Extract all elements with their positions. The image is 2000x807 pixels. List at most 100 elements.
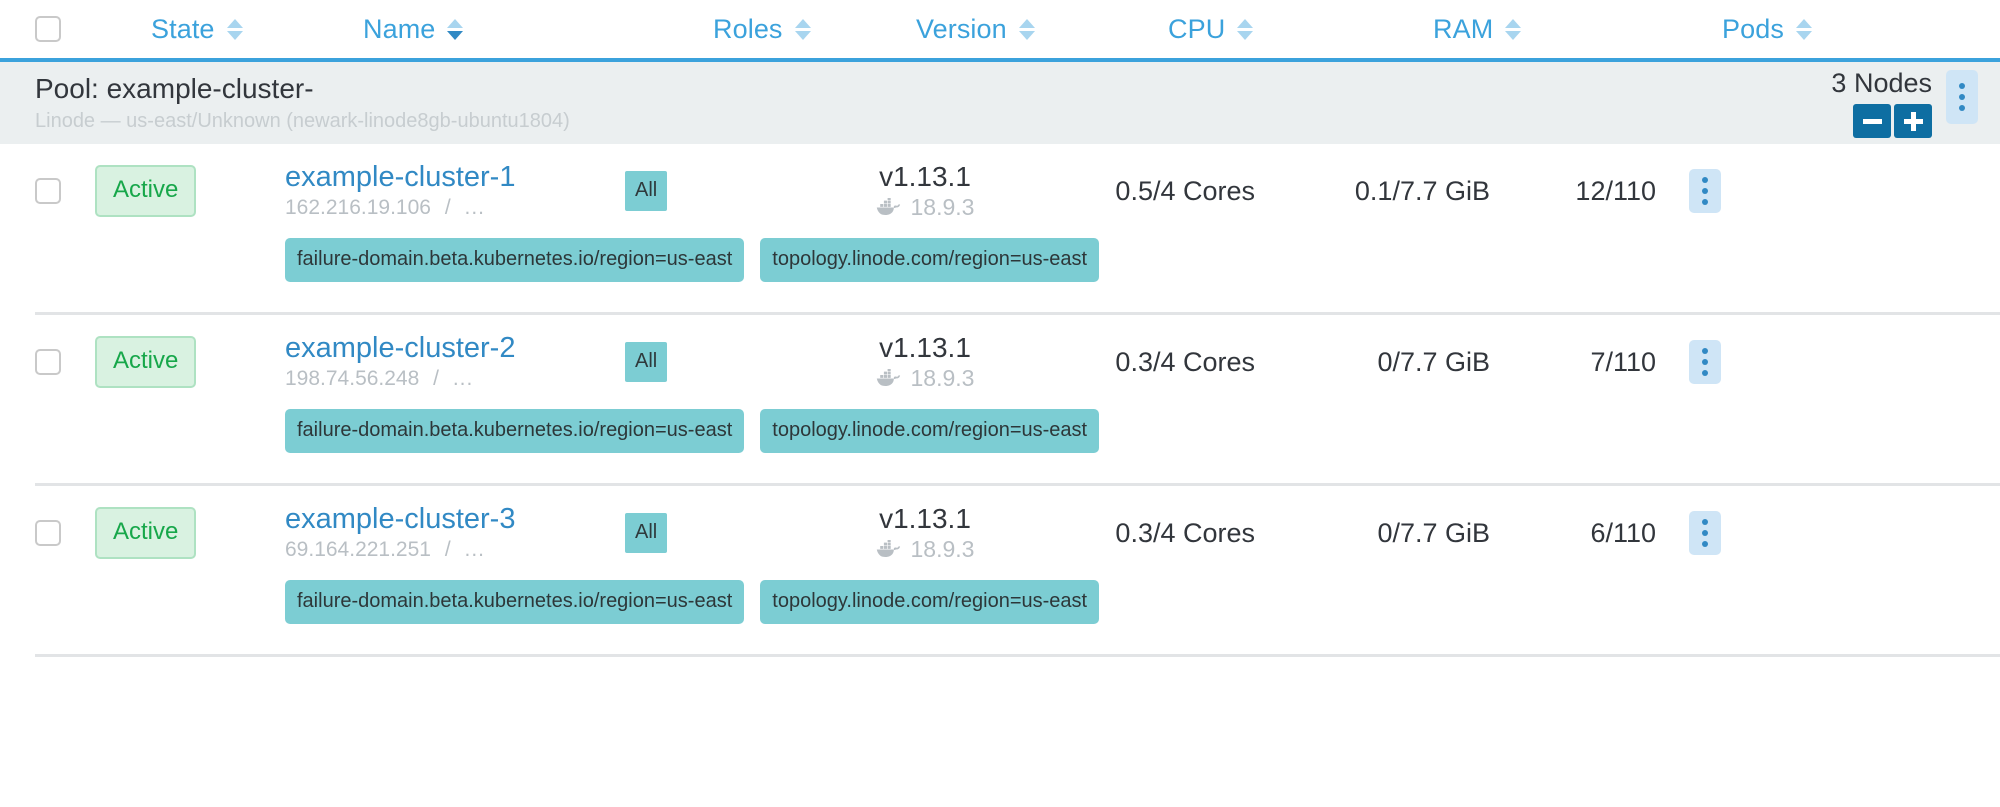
column-header-ram[interactable]: RAM (1393, 14, 1668, 45)
column-header-pods[interactable]: Pods (1668, 14, 1882, 45)
cell-state: Active (95, 165, 285, 217)
docker-version: 18.9.3 (910, 194, 975, 220)
kebab-dot (1959, 94, 1965, 100)
pool-actions-menu-button[interactable] (1946, 70, 1978, 124)
node-name-link[interactable]: example-cluster-2 (285, 331, 516, 364)
pool-scale-controls: 3 Nodes (1831, 70, 1932, 138)
cell-pods: 6/110 (1500, 518, 1660, 549)
row-actions-menu-button[interactable] (1689, 511, 1721, 555)
cell-actions (1660, 340, 1750, 384)
node-ip: 69.164.221.251 (285, 538, 431, 562)
cell-ram: 0/7.7 GiB (1265, 518, 1500, 549)
node-ip: 162.216.19.106 (285, 196, 431, 220)
ram-usage: 0.1/7.7 GiB (1354, 175, 1490, 206)
cell-roles: All (625, 513, 810, 553)
row-checkbox[interactable] (35, 349, 61, 375)
column-header-roles-label: Roles (713, 13, 783, 44)
node-name-link[interactable]: example-cluster-3 (285, 502, 516, 535)
cell-roles: All (625, 171, 810, 211)
row-select-cell (35, 520, 95, 546)
node-ip-line: 198.74.56.248 / ... (285, 367, 625, 391)
kebab-dot (1702, 188, 1708, 194)
cell-name: example-cluster-3 69.164.221.251 / ... (285, 502, 625, 562)
row-actions-menu-button[interactable] (1689, 169, 1721, 213)
status-badge: Active (95, 336, 197, 388)
table-row[interactable]: Active example-cluster-3 69.164.221.251 … (0, 486, 2000, 580)
pool-controls: 3 Nodes (1831, 62, 2000, 138)
node-name-link[interactable]: example-cluster-1 (285, 160, 516, 193)
pods-usage: 6/110 (1590, 517, 1656, 548)
sort-toggle-icon-pods[interactable] (1795, 18, 1812, 40)
column-header-state-label: State (151, 13, 215, 44)
cell-name: example-cluster-1 162.216.19.106 / ... (285, 160, 625, 220)
row-divider (35, 483, 2000, 486)
row-select-cell (35, 178, 95, 204)
node-label-chip: topology.linode.com/region=us-east (760, 580, 1100, 624)
cell-pods: 12/110 (1500, 176, 1660, 207)
cpu-usage: 0.3/4 Cores (1115, 346, 1255, 377)
cpu-usage: 0.3/4 Cores (1115, 517, 1255, 548)
node-label-chip: failure-domain.beta.kubernetes.io/region… (285, 238, 745, 282)
ip-more-ellipsis[interactable]: ... (464, 196, 486, 220)
column-header-name[interactable]: Name (341, 14, 703, 45)
kebab-dot (1702, 541, 1708, 547)
pool-title: Pool: example-cluster- (35, 73, 314, 104)
column-header-version-label: Version (916, 13, 1007, 44)
ip-more-ellipsis[interactable]: ... (452, 367, 474, 391)
column-header-version[interactable]: Version (898, 14, 1146, 45)
select-all-cell (35, 16, 95, 42)
column-header-cpu-label: CPU (1168, 13, 1226, 44)
node-block: Active example-cluster-2 198.74.56.248 /… (0, 315, 2000, 486)
increase-nodes-button[interactable] (1894, 104, 1932, 138)
node-labels: failure-domain.beta.kubernetes.io/region… (0, 238, 2000, 312)
kebab-dot (1702, 199, 1708, 205)
cell-actions (1660, 169, 1750, 213)
column-header-roles[interactable]: Roles (703, 14, 898, 45)
cpu-usage: 0.5/4 Cores (1115, 175, 1255, 206)
ip-separator: / (444, 538, 451, 562)
container-runtime: 18.9.3 (876, 365, 975, 391)
node-labels: failure-domain.beta.kubernetes.io/region… (0, 580, 2000, 654)
table-row[interactable]: Active example-cluster-2 198.74.56.248 /… (0, 315, 2000, 409)
sort-toggle-icon-ram[interactable] (1505, 18, 1522, 40)
sort-toggle-icon-state[interactable] (226, 18, 243, 40)
table-header-row: State Name Roles Version CPU RAM Pods (0, 0, 2000, 62)
select-all-checkbox[interactable] (35, 16, 61, 42)
cell-name: example-cluster-2 198.74.56.248 / ... (285, 331, 625, 391)
node-ip-line: 69.164.221.251 / ... (285, 538, 625, 562)
cell-state: Active (95, 336, 285, 388)
node-block: Active example-cluster-3 69.164.221.251 … (0, 486, 2000, 657)
node-label-chip: failure-domain.beta.kubernetes.io/region… (285, 409, 745, 453)
pods-usage: 7/110 (1590, 346, 1656, 377)
docker-version: 18.9.3 (910, 365, 975, 391)
column-header-cpu[interactable]: CPU (1146, 14, 1393, 45)
row-select-cell (35, 349, 95, 375)
row-checkbox[interactable] (35, 178, 61, 204)
row-checkbox[interactable] (35, 520, 61, 546)
sort-toggle-icon-roles[interactable] (794, 18, 811, 40)
row-actions-menu-button[interactable] (1689, 340, 1721, 384)
cell-version: v1.13.1 (810, 505, 1040, 561)
sort-toggle-icon-version[interactable] (1018, 18, 1035, 40)
cell-roles: All (625, 342, 810, 382)
kebab-dot (1702, 370, 1708, 376)
node-block: Active example-cluster-1 162.216.19.106 … (0, 144, 2000, 315)
node-ip: 198.74.56.248 (285, 367, 420, 391)
column-header-name-label: Name (363, 13, 436, 44)
cell-version: v1.13.1 (810, 334, 1040, 390)
docker-version: 18.9.3 (910, 536, 975, 562)
decrease-nodes-button[interactable] (1853, 104, 1891, 138)
node-count-stepper (1853, 104, 1932, 138)
docker-icon (876, 369, 900, 387)
table-row[interactable]: Active example-cluster-1 162.216.19.106 … (0, 144, 2000, 238)
cell-pods: 7/110 (1500, 347, 1660, 378)
cell-actions (1660, 511, 1750, 555)
cell-state: Active (95, 507, 285, 559)
ip-more-ellipsis[interactable]: ... (464, 538, 486, 562)
sort-toggle-icon-cpu[interactable] (1237, 18, 1254, 40)
kebab-dot (1959, 83, 1965, 89)
pool-node-count: 3 Nodes (1831, 68, 1932, 98)
sort-toggle-icon-name[interactable] (447, 18, 464, 40)
column-header-state[interactable]: State (95, 14, 341, 45)
kebab-dot (1702, 530, 1708, 536)
